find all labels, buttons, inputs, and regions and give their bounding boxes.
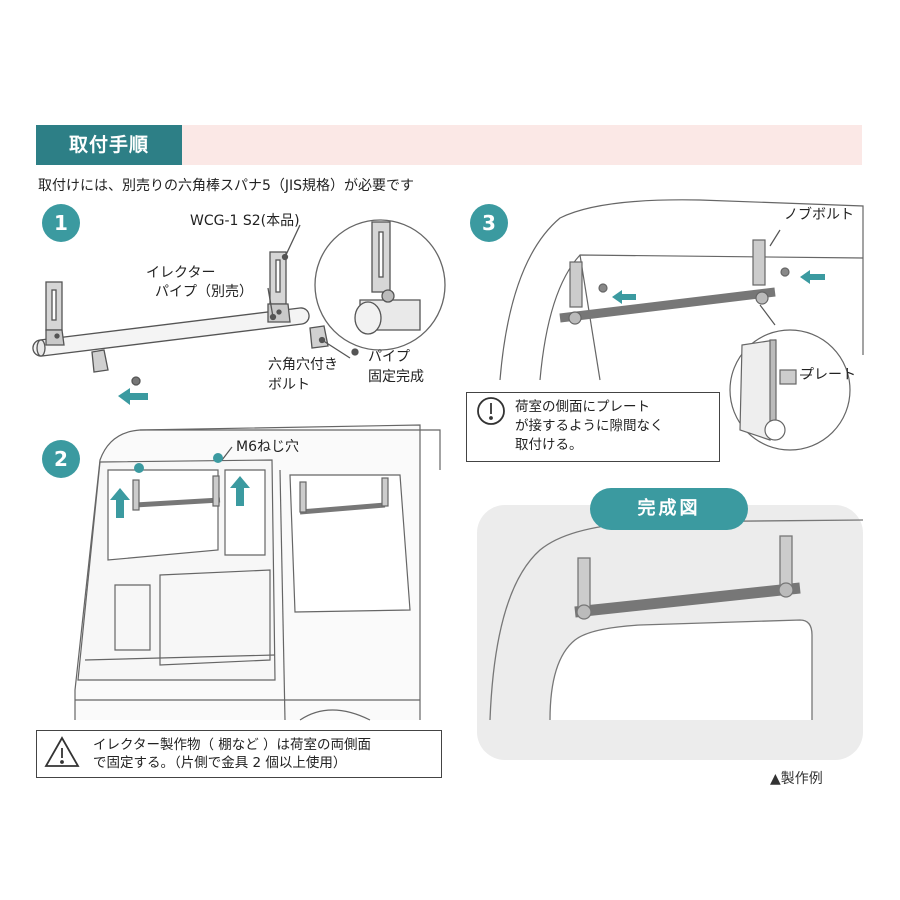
bolt-label-line1: 六角穴付き	[268, 357, 338, 373]
section-title: 取付手順	[36, 125, 182, 165]
warning-line2: で固定する。（片側で金具 2 個以上使用）	[93, 755, 347, 771]
pipe-label-line1: イレクター	[146, 265, 216, 281]
warning-line1: イレクター製作物（ 棚など ）は荷室の両側面	[93, 737, 372, 753]
step-number: 1	[42, 204, 80, 242]
step1-illustration	[32, 219, 446, 386]
intro-text: 取付けには、別売りの六角棒スパナ5（JIS規格）が必要です	[38, 178, 415, 194]
info-note: 荷室の側面にプレート が接するように隙間なく 取付ける。	[466, 392, 720, 462]
warning-note: イレクター製作物（ 棚など ）は荷室の両側面 で固定する。（片側で金具 2 個以…	[36, 730, 442, 778]
completed-title: 完成図	[590, 488, 748, 530]
note-line3: 取付ける。	[515, 437, 583, 453]
arrow-icon	[110, 453, 250, 518]
hole-label: M6ねじ穴	[236, 439, 299, 455]
knob-bolt-label: ノブボルト	[784, 207, 854, 223]
completed-illustration	[489, 519, 864, 721]
arrow-icon	[118, 388, 148, 405]
bolt-label-line2: ボルト	[268, 377, 310, 393]
note-line1: 荷室の側面にプレート	[515, 399, 650, 415]
product-label: WCG-1 S2(本品)	[190, 213, 300, 229]
step2-illustration	[74, 424, 441, 721]
fixed-label-line1: パイプ	[368, 349, 410, 365]
plate-label: プレート	[800, 367, 856, 383]
note-line2: が接するように隙間なく	[515, 418, 664, 434]
arrow-icon	[612, 270, 825, 304]
example-caption: ▲製作例	[770, 771, 823, 787]
step3-illustration	[499, 199, 864, 451]
step-number: 3	[470, 204, 508, 242]
step-number: 2	[42, 440, 80, 478]
pipe-label-line2: パイプ（別売）	[155, 284, 253, 300]
fixed-label-line2: 固定完成	[368, 369, 424, 385]
